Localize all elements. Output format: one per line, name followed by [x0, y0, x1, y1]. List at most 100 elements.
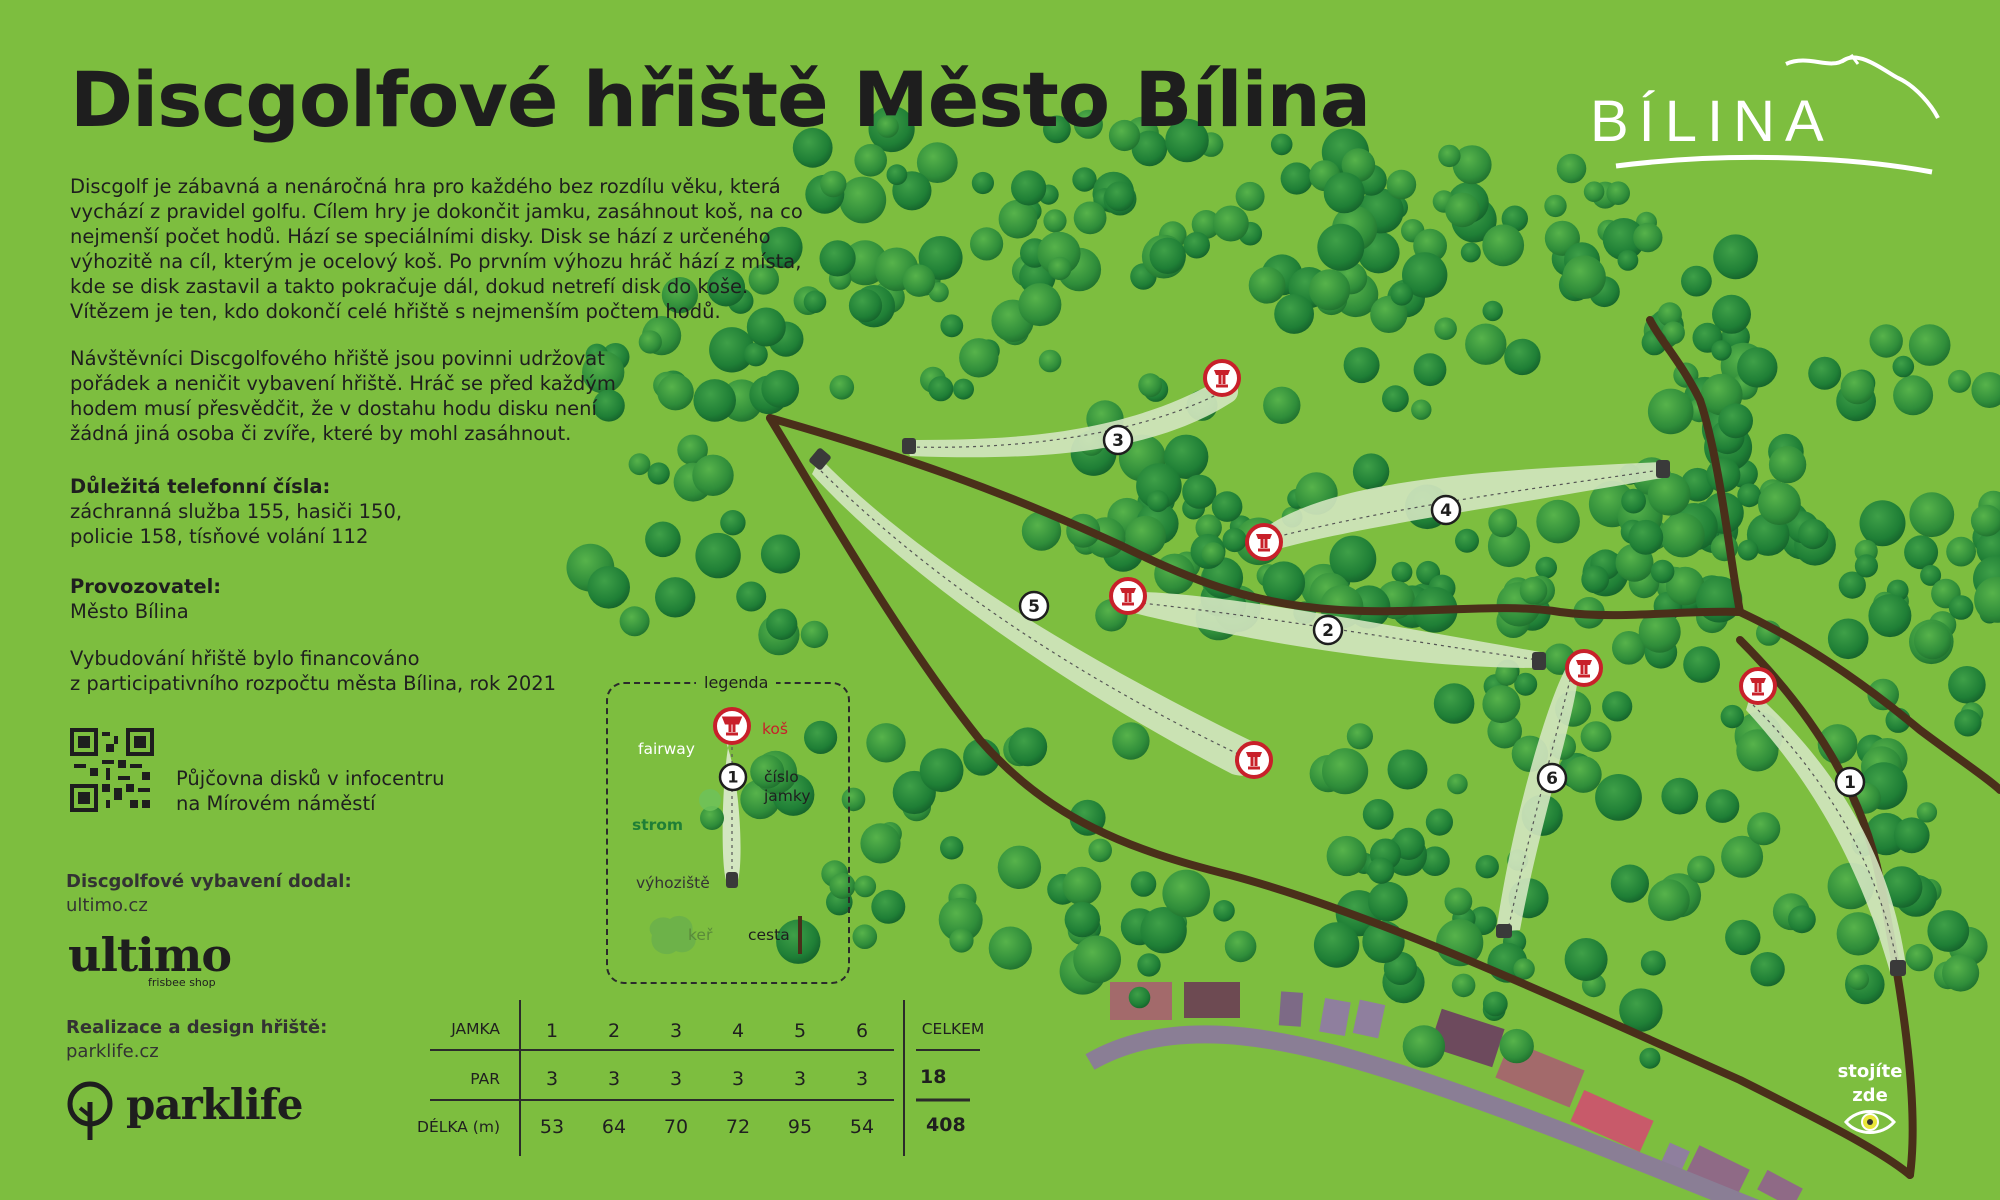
hole-number-text: 4 — [1440, 501, 1452, 521]
ultimo-logo: ultimo — [68, 928, 232, 982]
scorecard-par-5: 3 — [793, 1068, 807, 1090]
tree-icon — [1482, 685, 1521, 724]
tree-icon — [1018, 283, 1062, 327]
tree-icon — [1513, 958, 1535, 980]
tree-icon — [760, 534, 801, 574]
tree-icon — [1854, 554, 1878, 578]
tree-icon — [655, 577, 696, 618]
legend-fairway-label: fairway — [638, 740, 695, 758]
tree-icon — [1868, 594, 1912, 638]
scorecard-length-total: 408 — [926, 1114, 966, 1136]
tree-icon — [736, 581, 767, 612]
tree-icon — [1329, 535, 1377, 583]
hole-number-text: 2 — [1322, 621, 1334, 641]
tree-icon — [1182, 474, 1217, 509]
hole-number-badge-4: 4 — [1430, 494, 1462, 526]
tree-icon — [919, 748, 964, 793]
hole-number-badge-3: 3 — [1102, 424, 1134, 456]
tree-icon — [1274, 294, 1314, 334]
tree-icon — [1362, 799, 1394, 830]
tree-icon — [1905, 943, 1933, 972]
tree-icon — [1908, 324, 1951, 366]
tree-icon — [1580, 721, 1612, 752]
tree-icon — [1104, 181, 1135, 212]
design-url[interactable]: parklife.cz — [66, 1041, 159, 1062]
basket-icon — [1109, 577, 1147, 615]
scorecard-par-total: 18 — [920, 1066, 947, 1088]
tree-icon — [1914, 622, 1952, 660]
tree-icon — [902, 264, 936, 297]
tree-icon — [1893, 375, 1934, 416]
tree-icon — [746, 307, 786, 347]
tree-icon — [1402, 252, 1448, 298]
tree-icon — [949, 928, 974, 953]
tree-icon — [647, 462, 670, 485]
tree-icon — [800, 620, 829, 649]
tree-icon — [1465, 323, 1507, 365]
ultimo-logo-subtitle: frisbee shop — [148, 976, 216, 989]
tree-icon — [1713, 234, 1758, 280]
tree-icon — [988, 926, 1032, 970]
tree-icon — [1948, 595, 1974, 620]
tree-icon — [1948, 369, 1971, 393]
tree-icon — [938, 897, 983, 942]
tree-icon — [720, 510, 746, 536]
tree-icon — [1138, 373, 1163, 398]
tree-icon — [1602, 691, 1633, 722]
qr-code-icon — [70, 728, 154, 812]
tree-icon — [1798, 518, 1829, 550]
tree-icon — [1711, 340, 1732, 361]
basket-icon — [1203, 359, 1241, 397]
tree-icon — [1681, 265, 1712, 297]
parklife-logo: parklife — [126, 1080, 304, 1129]
tree-icon — [1610, 864, 1649, 903]
tree-icon — [792, 127, 833, 168]
tree-icon — [1262, 561, 1306, 604]
phones-heading: Důležitá telefonní čísla: — [70, 475, 331, 498]
tree-icon — [1043, 115, 1071, 144]
tree-icon — [1556, 153, 1587, 184]
tree-icon — [916, 142, 958, 184]
tree-icon — [1413, 353, 1447, 387]
tree-icon — [1583, 181, 1605, 202]
operator-heading: Provozovatel: — [70, 575, 222, 598]
road — [1085, 1025, 1760, 1200]
tree-icon — [1212, 205, 1249, 242]
tree-icon — [709, 327, 755, 373]
tree-icon — [841, 787, 866, 812]
tree-icon — [1892, 355, 1915, 378]
supplier-url[interactable]: ultimo.cz — [66, 895, 148, 916]
tree-icon — [1661, 777, 1699, 815]
tree-icon — [1840, 370, 1875, 405]
design-heading: Realizace a design hřiště: — [66, 1017, 328, 1038]
tree-icon — [1487, 713, 1522, 749]
legend-title: legenda — [696, 673, 777, 692]
tree-icon — [1916, 802, 1938, 823]
scorecard-total-label: CELKEM — [921, 1020, 985, 1038]
tree-icon — [1248, 266, 1286, 304]
tree-icon — [1619, 988, 1663, 1032]
tree-icon — [1125, 515, 1166, 557]
tree-icon — [1386, 169, 1417, 200]
tree-icon — [1948, 666, 1986, 704]
tree-icon — [1270, 133, 1293, 156]
tree-icon — [970, 227, 1004, 261]
tree-icon — [1011, 170, 1047, 206]
tree-icon — [1183, 231, 1210, 259]
tree-icon — [1008, 727, 1048, 767]
scorecard-length-2: 64 — [601, 1116, 627, 1138]
tree-icon — [1224, 930, 1257, 963]
tree-icon — [839, 176, 887, 224]
tree-icon — [1737, 483, 1762, 508]
tree-icon — [1920, 564, 1942, 586]
tree-icon — [1038, 349, 1062, 373]
tree-icon — [1368, 881, 1408, 922]
tree-icon — [1313, 922, 1360, 968]
tree-icon — [1162, 869, 1210, 918]
tree-icon — [1621, 488, 1646, 514]
tree-icon — [1131, 130, 1168, 167]
scorecard-par-4: 3 — [731, 1068, 745, 1090]
tree-icon — [1606, 181, 1630, 205]
tree-icon — [848, 289, 883, 323]
